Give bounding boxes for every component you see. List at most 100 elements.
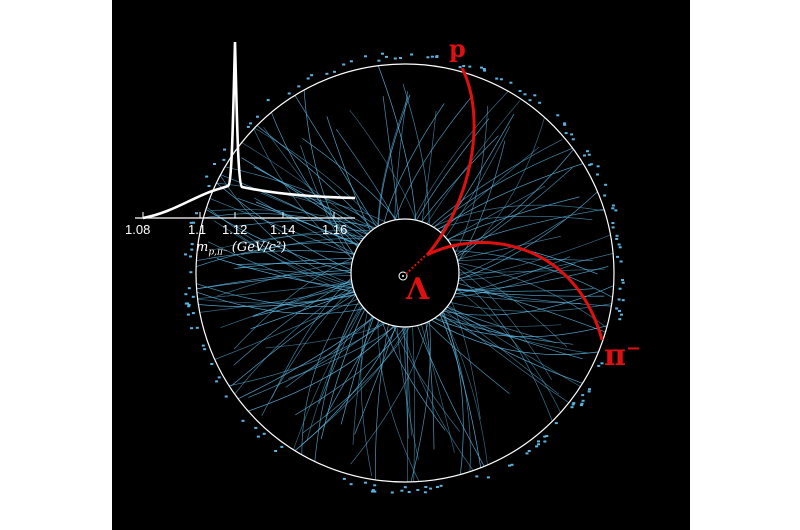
- pion-label: π−: [604, 338, 641, 373]
- particle-track: [233, 255, 359, 350]
- detector-hit: [537, 443, 540, 446]
- detector-hit: [195, 326, 199, 329]
- particle-track: [436, 311, 583, 384]
- detector-hit: [535, 445, 539, 448]
- detector-hit: [377, 59, 381, 62]
- detector-hit: [608, 352, 612, 355]
- detector-hit: [249, 122, 252, 125]
- particle-track: [350, 316, 430, 465]
- detector-hit: [254, 426, 258, 429]
- detector-hit: [462, 65, 466, 67]
- detector-hit: [207, 185, 211, 187]
- detector-hit: [611, 207, 615, 210]
- pion-charge: −: [625, 338, 642, 359]
- particle-track: [453, 258, 593, 262]
- particle-track: [448, 296, 481, 420]
- detector-hit: [614, 209, 618, 212]
- detector-hit: [589, 163, 593, 166]
- particle-track: [349, 109, 418, 225]
- particle-track: [430, 147, 573, 231]
- pion-symbol: π: [604, 338, 626, 373]
- detector-hit: [525, 452, 529, 455]
- particle-track: [452, 105, 489, 258]
- particle-track: [446, 301, 612, 312]
- particle-track: [320, 305, 368, 440]
- particle-track: [216, 182, 379, 232]
- detector-hit: [572, 402, 576, 405]
- detector-hit: [190, 243, 194, 246]
- particle-track: [437, 310, 482, 468]
- particle-track: [196, 269, 356, 290]
- detector-hit: [187, 303, 191, 306]
- detector-hit: [435, 55, 439, 58]
- particle-track: [302, 138, 400, 224]
- particle-track: [196, 283, 366, 307]
- particle-track: [199, 286, 357, 313]
- detector-hit: [246, 125, 250, 128]
- particle-track: [237, 263, 356, 265]
- pion-track: [426, 241, 604, 341]
- detector-hit: [538, 101, 542, 104]
- particle-track: [454, 219, 565, 278]
- detector-hit: [618, 246, 622, 249]
- particle-track: [402, 83, 430, 230]
- detector-hit: [482, 68, 486, 70]
- detector-hit: [483, 69, 487, 72]
- detector-hit: [223, 148, 226, 151]
- detector-hit: [436, 486, 439, 488]
- particle-track: [441, 306, 464, 475]
- detector-hit: [381, 52, 384, 55]
- particle-track: [454, 191, 598, 281]
- detector-hit: [611, 222, 615, 224]
- detector-hit: [563, 122, 566, 125]
- detector-hit: [373, 484, 377, 487]
- particle-track: [252, 290, 359, 317]
- particle-track: [196, 271, 356, 290]
- detector-hit: [603, 194, 607, 197]
- detector-hit: [186, 313, 190, 316]
- detector-hit: [621, 281, 625, 284]
- detector-hit: [241, 419, 245, 422]
- particle-track: [454, 281, 606, 333]
- detector-hit: [615, 238, 619, 240]
- particle-track: [424, 318, 435, 450]
- particle-track: [219, 175, 357, 287]
- xlabel-subscript: p,π⁻: [208, 247, 228, 258]
- detector-hit: [439, 484, 443, 487]
- detector-hit: [468, 65, 472, 68]
- detector-hit: [333, 70, 336, 73]
- particle-track: [453, 262, 568, 348]
- particle-track: [234, 283, 357, 395]
- detector-hit: [618, 318, 622, 321]
- particle-track: [441, 307, 570, 403]
- detector-hit: [274, 450, 278, 452]
- particle-track: [451, 266, 609, 291]
- particle-track: [335, 128, 398, 224]
- detector-hit: [527, 450, 531, 452]
- detector-hit: [205, 175, 209, 178]
- detector-hit: [426, 56, 430, 59]
- particle-track: [453, 235, 561, 261]
- particle-track: [271, 274, 356, 399]
- detector-hit: [403, 486, 407, 489]
- detector-hit: [620, 313, 623, 316]
- particle-track: [377, 65, 417, 225]
- particle-track: [261, 284, 357, 416]
- particle-track: [211, 209, 378, 232]
- detector-hit: [256, 115, 259, 118]
- particle-track: [197, 294, 360, 304]
- detector-hit: [543, 435, 547, 438]
- detector-hit: [480, 66, 483, 69]
- detector-hit: [217, 376, 221, 379]
- particle-track: [454, 273, 553, 422]
- detector-hit: [618, 287, 622, 290]
- particle-track: [293, 302, 366, 450]
- particle-track: [254, 197, 359, 256]
- particle-track: [220, 282, 356, 328]
- tick-label: 1.08: [125, 222, 151, 237]
- particle-track: [271, 112, 361, 251]
- particle-track: [452, 149, 574, 258]
- tick-label: 1.14: [270, 222, 296, 237]
- particle-track: [414, 118, 490, 225]
